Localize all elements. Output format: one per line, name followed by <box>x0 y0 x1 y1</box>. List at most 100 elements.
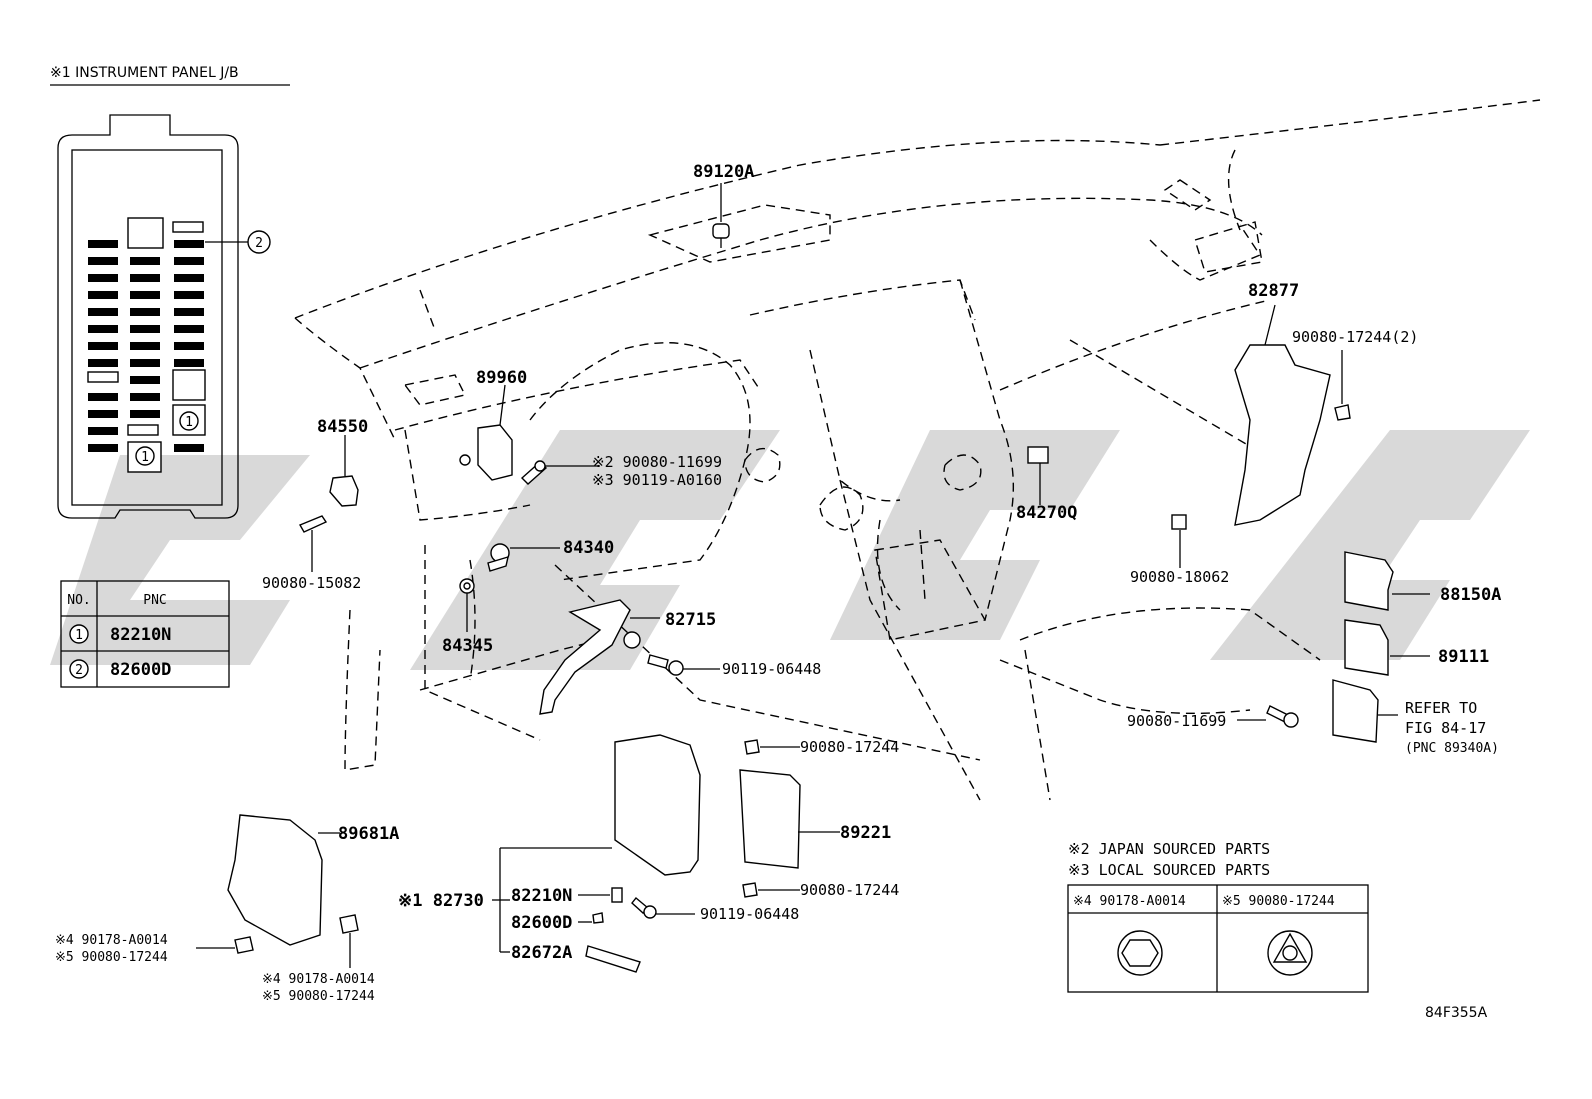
label-90080-15082: 90080-15082 <box>262 574 361 592</box>
callout-1b: 1 <box>141 450 149 465</box>
fuse-slot <box>174 444 204 452</box>
part-bolt-90080-11699-b <box>1237 705 1299 728</box>
label-refer-to: REFER TO <box>1405 699 1477 717</box>
fuse-slot <box>130 325 160 333</box>
fuse-slot <box>130 257 160 265</box>
part-nuts-82730 <box>742 739 800 898</box>
nut-table-col2: ※5 90080-17244 <box>1222 894 1335 909</box>
fuse-slot <box>130 342 160 350</box>
label-82210N: 82210N <box>511 886 572 906</box>
part-84550 <box>298 435 359 572</box>
label-90080-17244-b: ※5 90080-17244 <box>262 989 375 1004</box>
label-82600D: 82600D <box>511 913 572 933</box>
part-82877 <box>1234 304 1351 526</box>
watermark <box>50 430 1530 670</box>
part-82715 <box>539 599 660 715</box>
label-89960: 89960 <box>476 368 527 388</box>
label-82715: 82715 <box>665 610 716 630</box>
part-90080-18062 <box>1171 514 1187 568</box>
pnc-table-row1-pnc: 82210N <box>110 625 171 645</box>
fuse-slot <box>88 393 118 401</box>
label-84340: 84340 <box>563 538 614 558</box>
figure-id: 84F355A <box>1425 1005 1488 1021</box>
fuse-slot <box>88 257 118 265</box>
label-84550: 84550 <box>317 417 368 437</box>
label-90080-11699-b: 90080-11699 <box>1127 712 1226 730</box>
label-82672A: 82672A <box>511 943 572 963</box>
part-82672A <box>585 945 641 973</box>
label-90080-17244-d: 90080-17244 <box>800 881 899 899</box>
fuse-slot <box>174 274 204 282</box>
callout-2: 2 <box>255 236 263 251</box>
label-88150A: 88150A <box>1440 585 1501 605</box>
label-82730: ※1 82730 <box>398 891 484 911</box>
part-nut-b <box>339 914 359 968</box>
callout-1a: 1 <box>185 415 193 430</box>
fuse-slot <box>130 274 160 282</box>
part-bolt-90080-11699-a <box>520 460 600 485</box>
fuse-slot <box>88 325 118 333</box>
part-bolt-90119-06448-b <box>631 897 695 919</box>
pnc-table-row2-no: 2 <box>75 663 83 678</box>
label-90080-11699-japan: ※2 90080-11699 <box>592 453 722 471</box>
fuse-slot <box>88 427 118 435</box>
fuse-slot <box>88 308 118 316</box>
fuse-slot <box>88 240 118 248</box>
part-89681A <box>227 814 340 946</box>
pnc-table-row1-no: 1 <box>75 628 83 643</box>
fuse-slot <box>174 291 204 299</box>
fuse-slot <box>174 308 204 316</box>
part-89340A <box>1332 679 1398 743</box>
label-90119-06448-a: 90119-06448 <box>722 660 821 678</box>
fuse-slot <box>88 291 118 299</box>
label-90080-18062: 90080-18062 <box>1130 568 1229 586</box>
fuse-slot <box>88 410 118 418</box>
pnc-table-col-pnc: PNC <box>143 593 166 608</box>
jb-title: ※1 INSTRUMENT PANEL J/B <box>50 65 239 81</box>
label-90080-17244-2: 90080-17244(2) <box>1292 328 1418 346</box>
part-84340 <box>487 543 560 572</box>
label-90080-17244-c: 90080-17244 <box>800 738 899 756</box>
part-88150A <box>1344 551 1430 611</box>
fuse-slot <box>88 342 118 350</box>
label-89681A: 89681A <box>338 824 399 844</box>
part-89111 <box>1344 619 1430 676</box>
part-84345 <box>459 578 475 632</box>
fuse-slot <box>130 410 160 418</box>
pnc-table: NO. PNC 1 82210N 2 82600D <box>60 580 230 688</box>
hex-nut-icon <box>1117 930 1163 976</box>
fuse-slot <box>174 325 204 333</box>
label-89120A: 89120A <box>693 162 754 182</box>
note-local-sourced: ※3 LOCAL SOURCED PARTS <box>1068 861 1270 879</box>
part-89221 <box>739 769 840 869</box>
fuse-slot <box>130 308 160 316</box>
label-90080-17244-a: ※5 90080-17244 <box>55 950 168 965</box>
label-refer-fig: FIG 84-17 <box>1405 719 1486 737</box>
nut-table: ※4 90178-A0014 ※5 90080-17244 <box>1067 884 1369 993</box>
label-84270Q: 84270Q <box>1016 503 1077 523</box>
label-84345: 84345 <box>442 636 493 656</box>
label-90178-A0014-b: ※4 90178-A0014 <box>262 972 375 987</box>
label-89221: 89221 <box>840 823 891 843</box>
fuse-slot <box>174 240 204 248</box>
part-bolt-90119-06448-a <box>647 654 720 676</box>
fuse-slot <box>130 291 160 299</box>
label-82877: 82877 <box>1248 281 1299 301</box>
part-82730 <box>492 734 701 953</box>
label-89111: 89111 <box>1438 647 1489 667</box>
fuse-slot <box>174 257 204 265</box>
pnc-table-col-no: NO. <box>67 593 90 608</box>
part-89120A <box>712 183 730 248</box>
part-82600D <box>578 912 604 924</box>
fuse-slot <box>88 444 118 452</box>
fuse-slot <box>130 359 160 367</box>
fuse-slot <box>174 342 204 350</box>
junction-block: 1 1 2 <box>57 114 271 519</box>
part-89960 <box>459 384 513 481</box>
part-84270Q <box>1027 446 1049 505</box>
fuse-slot <box>88 359 118 367</box>
label-90119-06448-b: 90119-06448 <box>700 905 799 923</box>
part-labels: 89120A 89960 84550 90080-15082 ※2 90080-… <box>55 162 1501 1004</box>
fuse-slot <box>130 393 160 401</box>
